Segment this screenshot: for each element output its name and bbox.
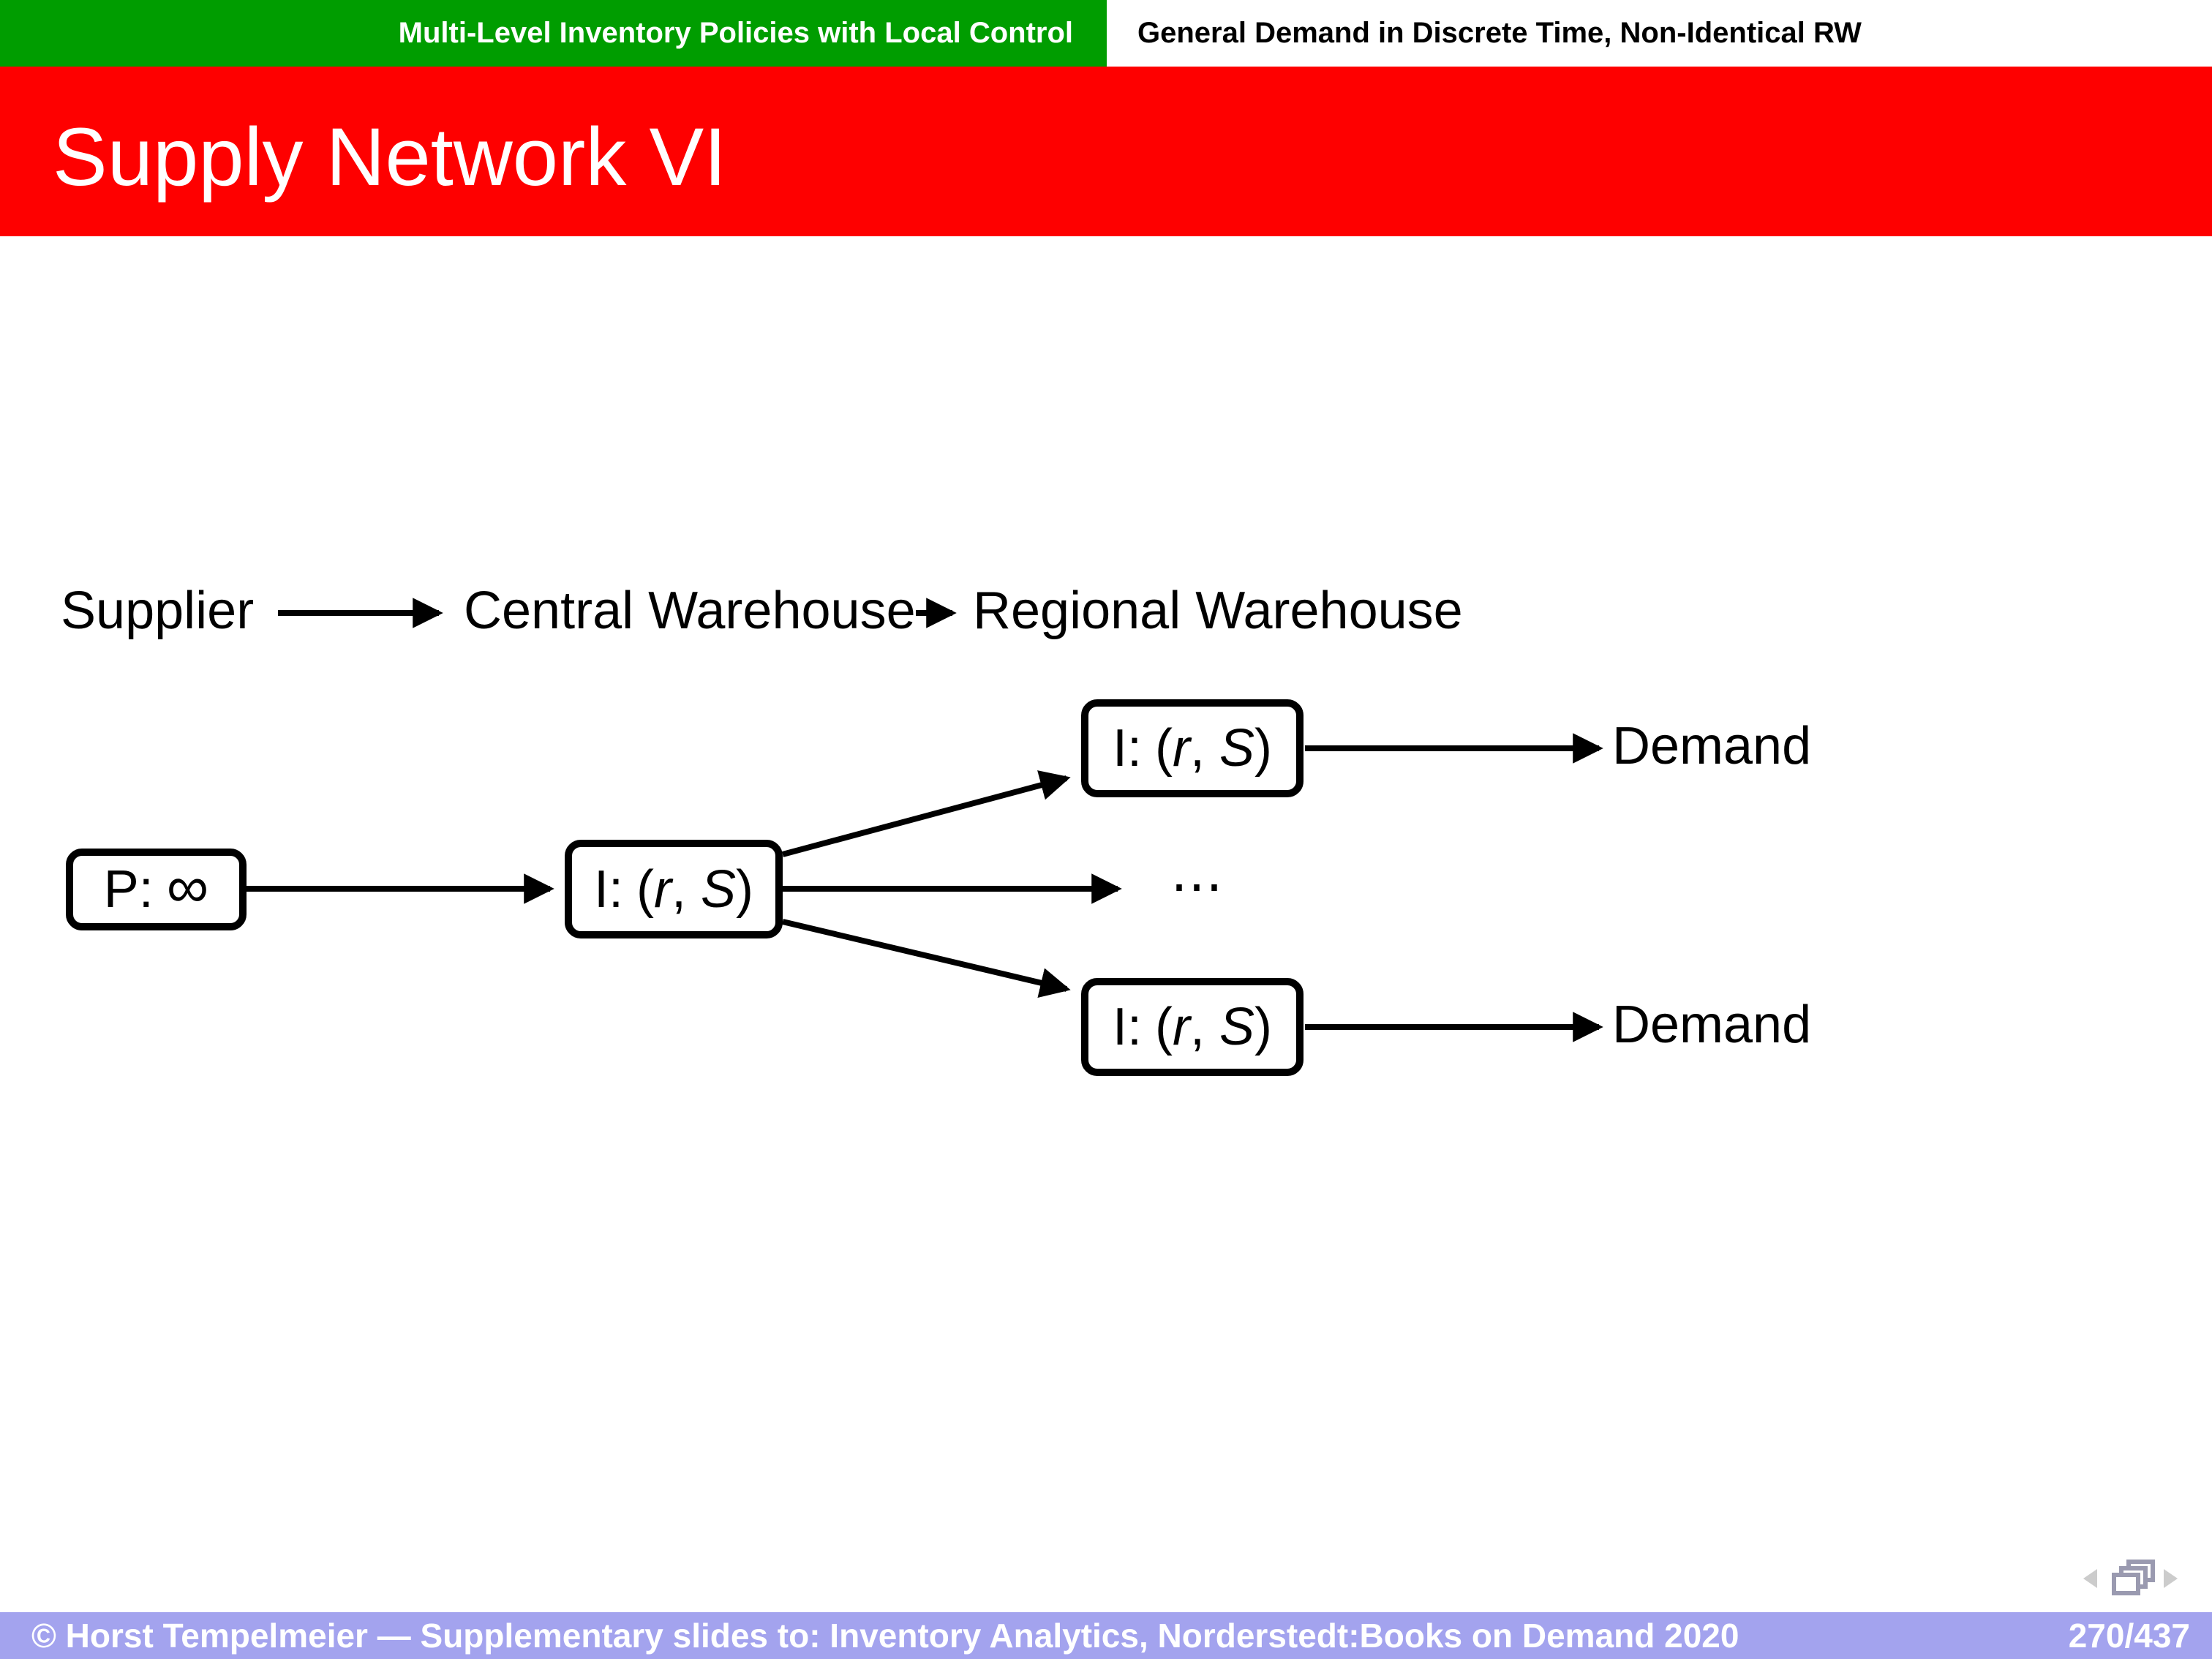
navigation-bar xyxy=(2077,1560,2194,1598)
node-regional-warehouse-top: I:(r, S) xyxy=(1081,699,1304,797)
header-bar: Multi-Level Inventory Policies with Loca… xyxy=(0,0,2212,67)
node-central-label: I:(r, S) xyxy=(593,859,753,919)
header-right-text: General Demand in Discrete Time, Non-Ide… xyxy=(1137,17,1862,49)
node-regional-bottom-label: I:(r, S) xyxy=(1112,998,1272,1056)
footer-copyright-text: © Horst Tempelmeier — Supplementary slid… xyxy=(31,1617,1739,1655)
legend-regional-warehouse-label: Regional Warehouse xyxy=(973,582,1463,640)
node-regional-warehouse-bottom: I:(r, S) xyxy=(1081,978,1304,1076)
legend-central-warehouse-label: Central Warehouse xyxy=(464,582,916,640)
previous-slide-icon[interactable] xyxy=(2083,1569,2097,1588)
node-supplier: P:∞ xyxy=(66,849,247,930)
next-slide-icon[interactable] xyxy=(2164,1569,2178,1588)
legend-supplier-label: Supplier xyxy=(61,582,255,640)
demand-label-bottom: Demand xyxy=(1612,996,1812,1054)
node-central-warehouse: I:(r, S) xyxy=(565,840,783,938)
arrow-central-to-top-warehouse xyxy=(781,770,1071,857)
frame-overview-icon[interactable] xyxy=(2111,1560,2156,1598)
frame-title-bar: Supply Network VI xyxy=(0,67,2212,236)
footer-page-number: 270/437 xyxy=(2068,1617,2190,1655)
header-section-title: Multi-Level Inventory Policies with Loca… xyxy=(0,0,1107,67)
header-left-text: Multi-Level Inventory Policies with Loca… xyxy=(398,17,1073,49)
more-warehouses-ellipsis: ⋯ xyxy=(1170,857,1230,916)
footer-bar: © Horst Tempelmeier — Supplementary slid… xyxy=(0,1612,2212,1659)
arrow-central-to-bottom-warehouse xyxy=(782,919,1071,998)
header-subsection-title: General Demand in Discrete Time, Non-Ide… xyxy=(1107,0,2212,67)
node-supplier-label: P:∞ xyxy=(103,854,209,920)
demand-label-top: Demand xyxy=(1612,717,1812,775)
page-title: Supply Network VI xyxy=(53,110,727,203)
node-regional-top-label: I:(r, S) xyxy=(1112,719,1272,778)
